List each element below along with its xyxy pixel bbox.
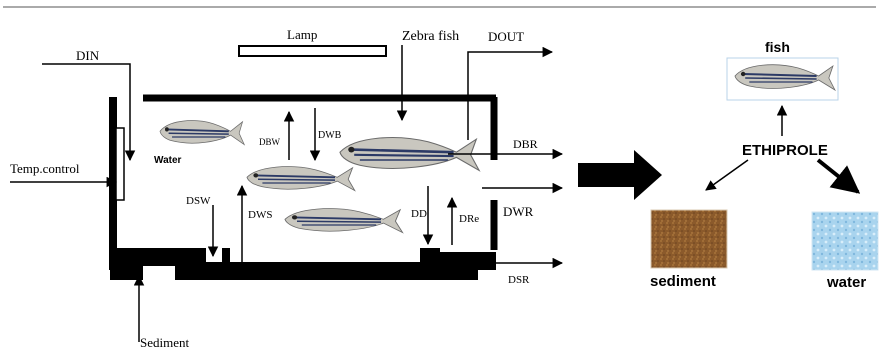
d-wr-label: DWR (503, 205, 533, 218)
big-transition-arrow (578, 150, 662, 200)
fish-right (735, 65, 835, 90)
fish-1 (160, 121, 244, 145)
d-re-label: DRe (459, 214, 479, 225)
fish-2 (247, 167, 355, 191)
fish-label: fish (765, 40, 790, 54)
d-br-label: DBR (513, 138, 538, 150)
fish-3 (285, 209, 403, 233)
d-bw-label: DBW (259, 138, 280, 147)
lamp-label: Lamp (287, 28, 317, 41)
temp-control-label: Temp.control (10, 162, 80, 175)
sediment-inlet-label: Sediment (140, 336, 189, 349)
flow-arrows (10, 45, 782, 342)
d-in-label: DIN (76, 49, 99, 62)
to-sediment-arrow (706, 160, 748, 190)
water-tank-label: Water (154, 156, 181, 166)
sediment-swatch (651, 210, 727, 268)
d-out-label: DOUT (488, 30, 524, 43)
to-water-arrow (818, 160, 858, 192)
d-sw-label: DSW (186, 196, 210, 207)
d-sr-label: DSR (508, 275, 529, 286)
d-wb-label: DWB (318, 131, 341, 141)
temp-control-box (116, 128, 124, 200)
d-d-label: DD (411, 209, 427, 220)
lamp-bar (239, 46, 386, 56)
water-swatch (812, 212, 878, 270)
sediment-label: sediment (650, 274, 716, 289)
zebra-fish-label: Zebra fish (402, 30, 459, 44)
ethiprole-label: ETHIPROLE (742, 143, 828, 158)
sediment-gap (143, 266, 175, 280)
d-ws-label: DWS (248, 210, 272, 221)
water-label: water (827, 275, 866, 290)
